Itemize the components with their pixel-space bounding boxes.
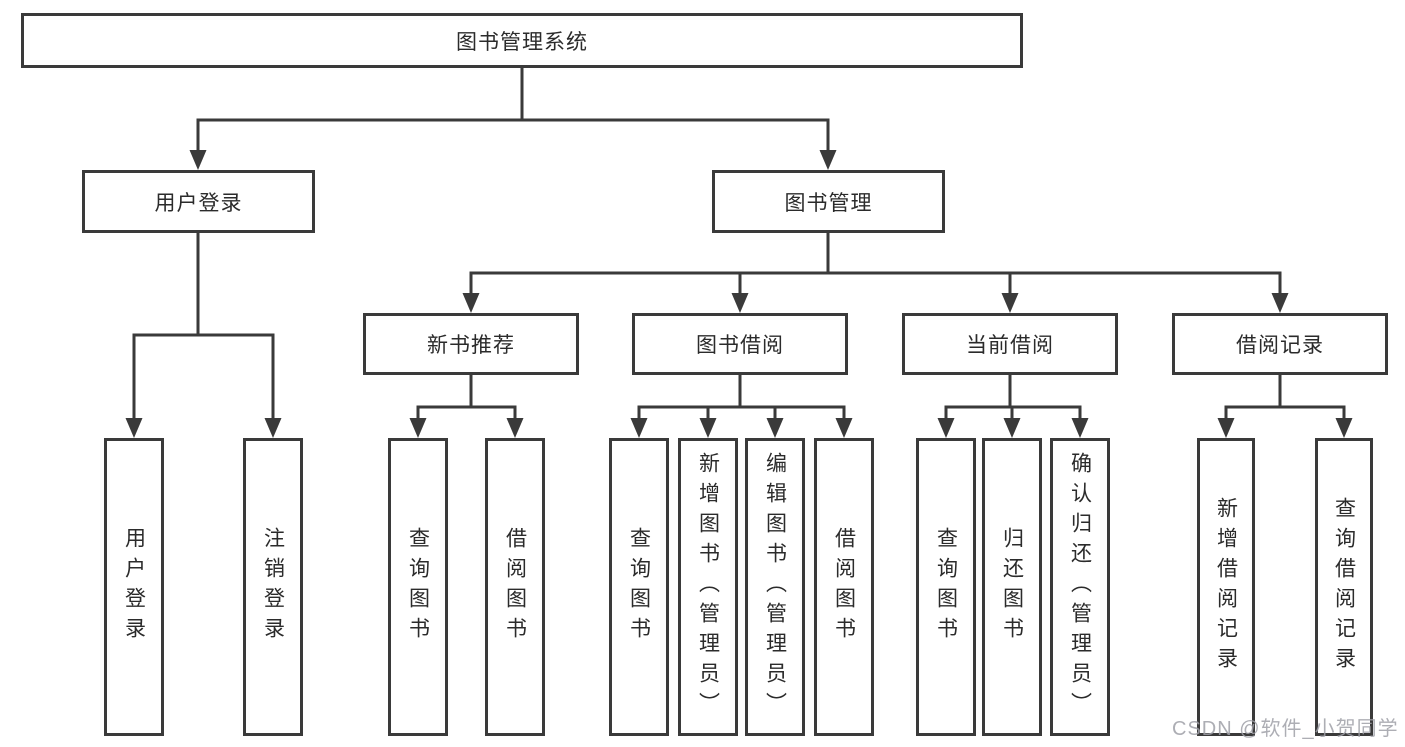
leaf-confirm-return-admin: 确认归还（管理员） <box>1050 438 1110 736</box>
node-label: 查询借阅记录 <box>1332 497 1356 677</box>
arrowhead <box>819 150 837 170</box>
arrowhead <box>506 418 524 438</box>
leaf-edit-books-admin: 编辑图书（管理员） <box>745 438 805 736</box>
arrowhead <box>1003 418 1021 438</box>
node-label: 查询图书 <box>934 527 958 647</box>
arrowhead <box>835 418 853 438</box>
node-label: 图书管理系统 <box>456 30 588 54</box>
node-label: 确认归还（管理员） <box>1068 452 1092 722</box>
node-label: 图书管理 <box>784 191 873 215</box>
arrowhead <box>731 293 749 313</box>
node-library-management-system: 图书管理系统 <box>21 13 1023 68</box>
node-label: 编辑图书（管理员） <box>763 452 787 722</box>
arrowhead <box>462 293 480 313</box>
node-label: 用户登录 <box>154 191 243 215</box>
leaf-add-borrow-record: 新增借阅记录 <box>1197 438 1255 736</box>
leaf-query-borrow-record: 查询借阅记录 <box>1315 438 1373 736</box>
leaf-add-books-admin: 新增图书（管理员） <box>678 438 738 736</box>
node-label: 查询图书 <box>627 527 651 647</box>
node-label: 借阅图书 <box>503 527 527 647</box>
node-label: 借阅图书 <box>832 527 856 647</box>
node-user-login: 用户登录 <box>82 170 315 233</box>
arrowhead <box>766 418 784 438</box>
arrowhead <box>1271 293 1289 313</box>
node-book-borrowing: 图书借阅 <box>632 313 848 375</box>
leaf-user-login: 用户登录 <box>104 438 164 736</box>
node-label: 当前借阅 <box>966 334 1054 357</box>
arrowhead <box>630 418 648 438</box>
leaf-query-books-borrowing: 查询图书 <box>609 438 669 736</box>
node-label: 用户登录 <box>122 527 146 647</box>
node-label: 新书推荐 <box>427 334 515 357</box>
arrowhead <box>1071 418 1089 438</box>
leaf-query-books-recommend: 查询图书 <box>388 438 448 736</box>
arrowhead <box>189 150 207 170</box>
arrowhead <box>264 418 282 438</box>
node-label: 归还图书 <box>1000 527 1024 647</box>
leaf-borrow-books: 借阅图书 <box>814 438 874 736</box>
arrowhead <box>1335 418 1353 438</box>
leaf-borrow-books-recommend: 借阅图书 <box>485 438 545 736</box>
arrowhead <box>699 418 717 438</box>
arrowhead <box>125 418 143 438</box>
arrowhead <box>1001 293 1019 313</box>
node-label: 借阅记录 <box>1236 334 1324 357</box>
node-borrowing-records: 借阅记录 <box>1172 313 1388 375</box>
node-new-book-recommend: 新书推荐 <box>363 313 579 375</box>
node-label: 新增图书（管理员） <box>696 452 720 722</box>
arrowhead <box>409 418 427 438</box>
leaf-return-books: 归还图书 <box>982 438 1042 736</box>
arrowhead <box>1217 418 1235 438</box>
watermark: CSDN @软件_小贺同学 <box>1172 718 1399 740</box>
node-book-management: 图书管理 <box>712 170 945 233</box>
arrowhead <box>937 418 955 438</box>
node-label: 注销登录 <box>261 527 285 647</box>
leaf-logout: 注销登录 <box>243 438 303 736</box>
leaf-query-books-current: 查询图书 <box>916 438 976 736</box>
connector-lines <box>132 68 1346 421</box>
node-label: 查询图书 <box>406 527 430 647</box>
node-label: 新增借阅记录 <box>1214 497 1238 677</box>
node-label: 图书借阅 <box>696 334 784 357</box>
node-current-borrowing: 当前借阅 <box>902 313 1118 375</box>
arrowheads <box>125 150 1353 438</box>
